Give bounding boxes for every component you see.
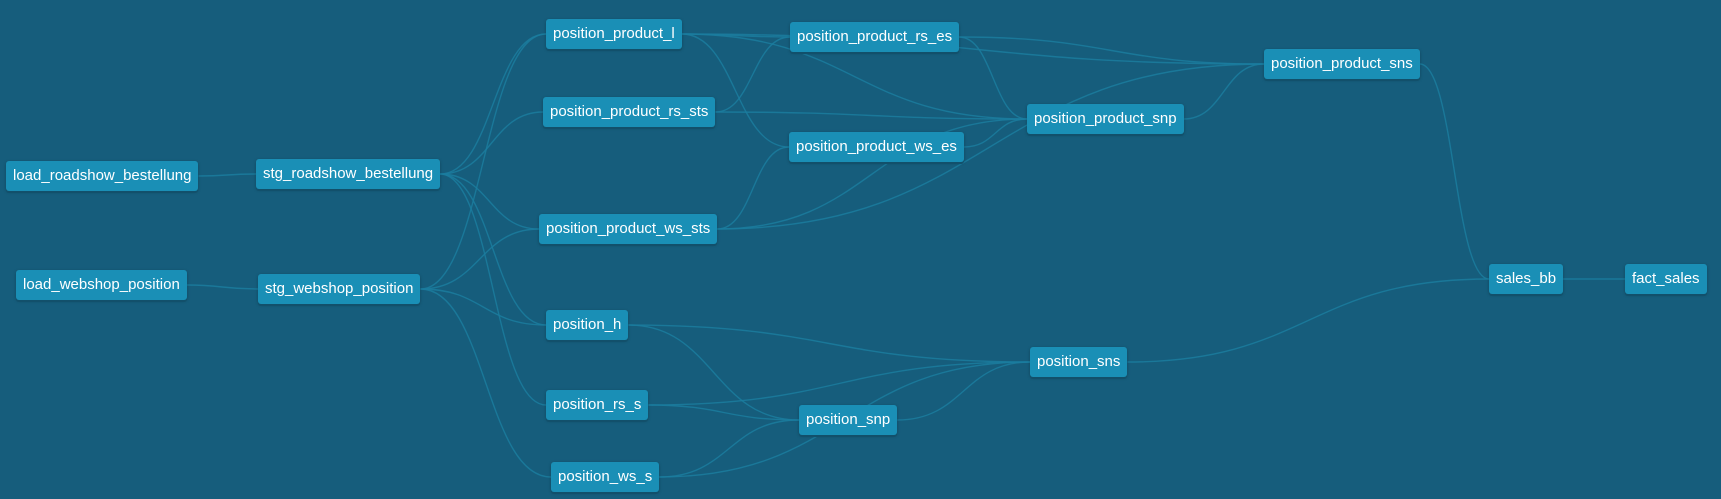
edge-position_product_snp-to-position_product_sns: [1183, 63, 1265, 120]
edge-position_ws_s-to-position_snp: [659, 419, 800, 478]
edge-stg_webshop_position-to-position_ws_s: [420, 288, 552, 478]
edge-position_product_rs_sts-to-position_product_snp: [715, 111, 1028, 120]
node-position-product-rs-es[interactable]: position_product_rs_es: [790, 22, 960, 52]
node-stg-roadshow-bestellung[interactable]: stg_roadshow_bestellung: [256, 159, 441, 189]
edge-position_sns-to-sales_bb: [1127, 278, 1490, 363]
edge-stg_roadshow_bestellung-to-position_product_l: [440, 33, 547, 175]
node-position-rs-s[interactable]: position_rs_s: [546, 390, 649, 420]
edge-position_h-to-position_sns: [628, 324, 1031, 363]
node-position-ws-s[interactable]: position_ws_s: [551, 462, 660, 492]
edge-stg_roadshow_bestellung-to-position_rs_s: [440, 173, 547, 406]
edge-stg_webshop_position-to-position_h: [420, 288, 547, 326]
edge-position_rs_s-to-position_snp: [648, 404, 800, 421]
edge-position_snp-to-position_sns: [897, 361, 1031, 421]
node-sales-bb[interactable]: sales_bb: [1489, 264, 1564, 294]
node-position-product-l[interactable]: position_product_l: [546, 19, 682, 49]
edge-position_product_l-to-position_product_sns: [681, 33, 1265, 65]
edge-stg_roadshow_bestellung-to-position_product_rs_sts: [440, 111, 544, 175]
edge-stg_webshop_position-to-position_product_ws_sts: [420, 228, 540, 290]
node-position-h[interactable]: position_h: [546, 310, 629, 340]
node-fact-sales[interactable]: fact_sales: [1625, 264, 1707, 294]
edge-load_roadshow_bestellung-to-stg_roadshow_bestellung: [198, 173, 257, 177]
node-load-roadshow-bestellung[interactable]: load_roadshow_bestellung: [6, 161, 199, 191]
node-position-product-ws-es[interactable]: position_product_ws_es: [789, 132, 964, 162]
node-stg-webshop-position[interactable]: stg_webshop_position: [258, 274, 421, 304]
edge-position_product_l-to-position_product_ws_es: [681, 33, 790, 148]
edge-stg_roadshow_bestellung-to-position_product_ws_sts: [440, 173, 540, 230]
node-position-product-ws-sts[interactable]: position_product_ws_sts: [539, 214, 718, 244]
edge-position_product_rs_es-to-position_product_snp: [959, 36, 1028, 120]
node-position-product-sns[interactable]: position_product_sns: [1264, 49, 1420, 79]
edge-position_rs_s-to-position_sns: [648, 361, 1031, 406]
node-position-sns[interactable]: position_sns: [1030, 347, 1128, 377]
node-position-product-rs-sts[interactable]: position_product_rs_sts: [543, 97, 716, 127]
edge-stg_roadshow_bestellung-to-position_h: [440, 173, 547, 326]
edge-load_webshop_position-to-stg_webshop_position: [186, 284, 259, 290]
edge-position_product_rs_es-to-position_product_sns: [959, 36, 1265, 65]
edge-position_product_l-to-position_product_rs_es: [681, 33, 791, 38]
edge-position_product_rs_sts-to-position_product_rs_es: [715, 36, 791, 113]
edge-position_product_ws_es-to-position_product_snp: [963, 118, 1028, 148]
node-position-product-snp[interactable]: position_product_snp: [1027, 104, 1184, 134]
node-load-webshop-position[interactable]: load_webshop_position: [16, 270, 187, 300]
edge-position_product_sns-to-sales_bb: [1419, 63, 1490, 280]
edge-position_h-to-position_snp: [628, 324, 800, 421]
edge-position_product_ws_sts-to-position_product_ws_es: [717, 146, 790, 230]
node-position-snp[interactable]: position_snp: [799, 405, 898, 435]
